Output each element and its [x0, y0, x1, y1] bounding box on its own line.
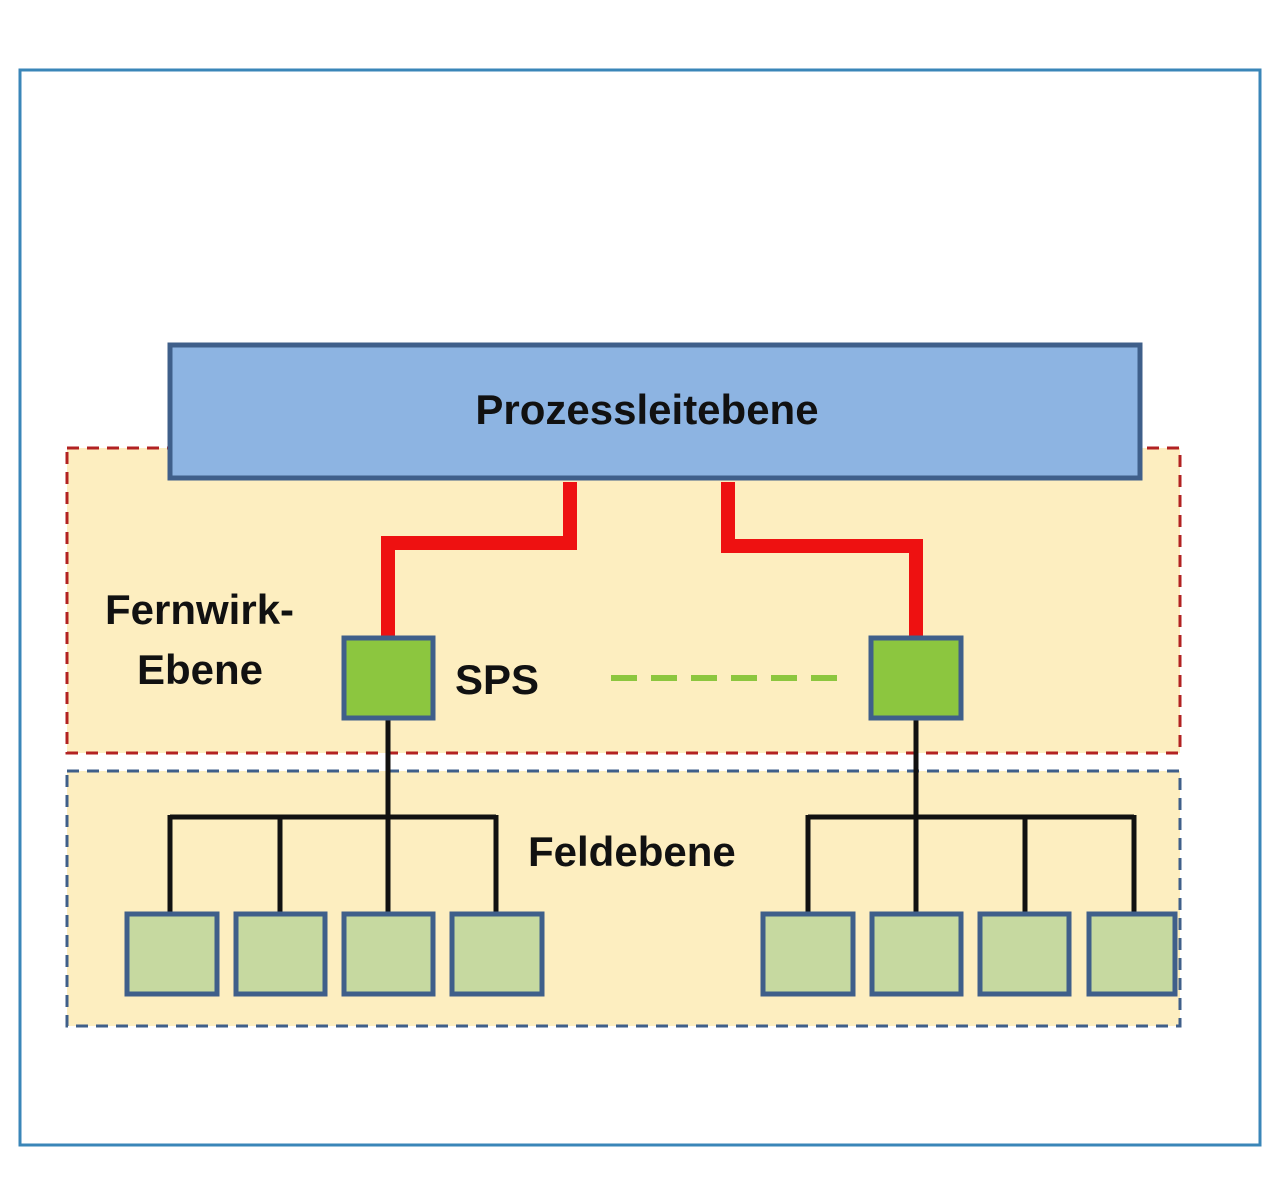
field-bus-left [167, 814, 499, 914]
field-device-left-4 [449, 911, 545, 997]
field-device-left-1 [124, 911, 220, 997]
field-device-right-1 [760, 911, 856, 997]
field-device-left-2 [233, 911, 328, 997]
red-link-right [721, 482, 923, 640]
telecontrol-zone [65, 446, 1182, 755]
telecontrol-level-label-line2: Ebene [137, 646, 263, 693]
field-device-right-3 [977, 911, 1072, 997]
plc-box-left [341, 635, 436, 721]
field-bus-right [805, 814, 1137, 914]
process-level-box [167, 342, 1143, 481]
process-level-label: Prozessleitebene [475, 386, 818, 433]
plc-box-right [868, 635, 964, 721]
field-device-right-4 [1086, 911, 1178, 997]
field-device-right-2 [869, 911, 964, 997]
telecontrol-level-label-line1: Fernwirk- [105, 586, 294, 633]
field-level-label: Feldebene [528, 828, 736, 875]
plc-label: SPS [455, 656, 539, 703]
field-device-left-3 [341, 911, 436, 997]
red-link-left [381, 482, 577, 640]
